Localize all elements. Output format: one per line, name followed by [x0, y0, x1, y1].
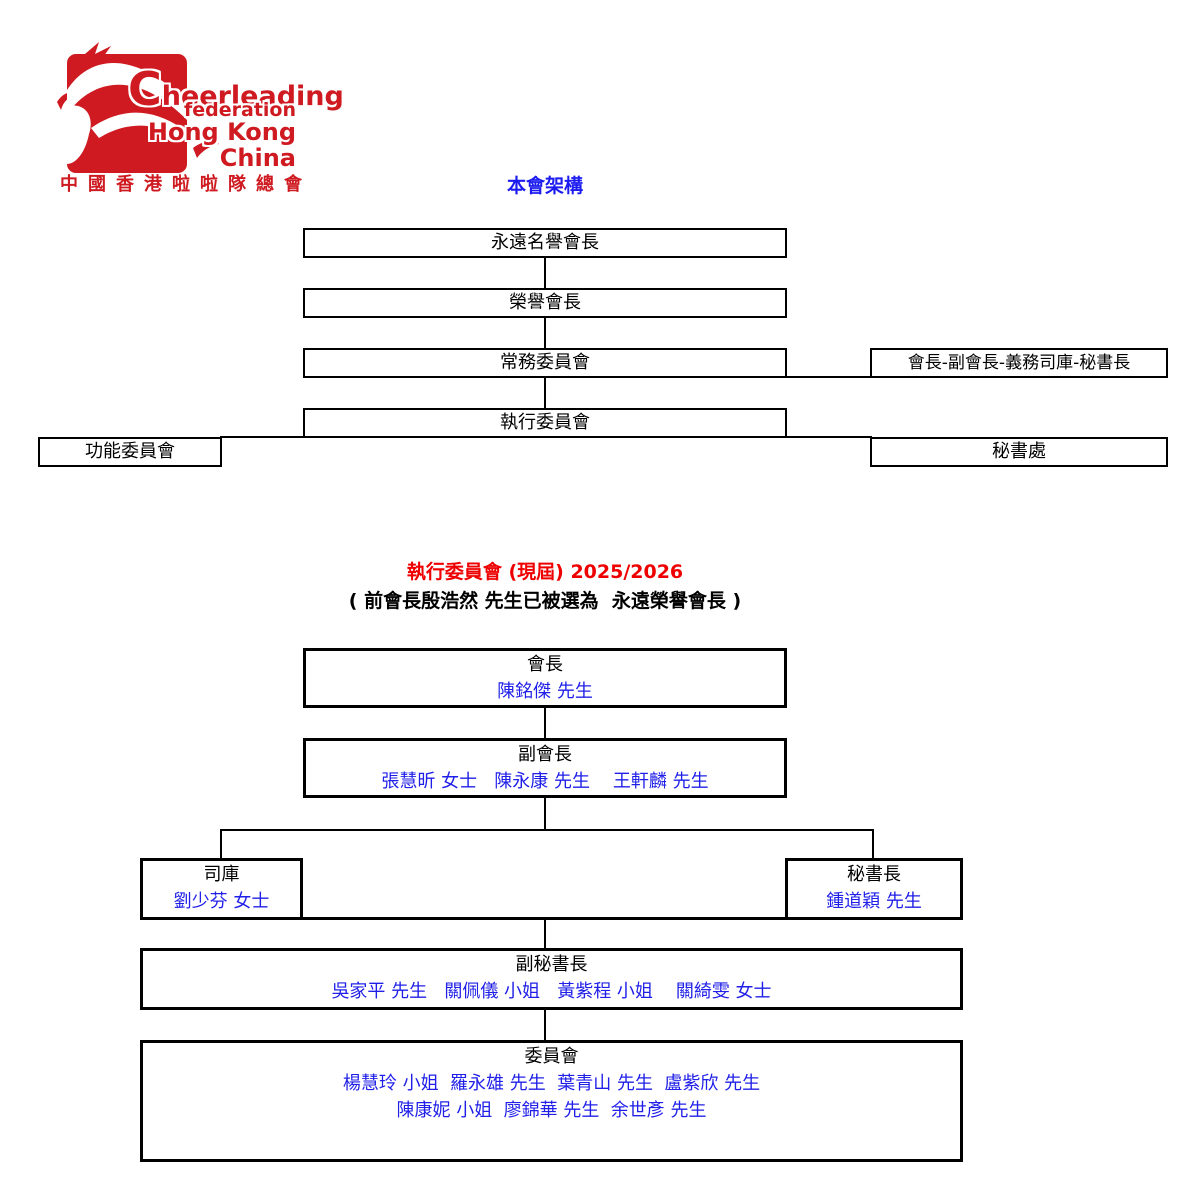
committee-names-row2: 陳康妮 小姐 廖錦華 先生 余世彥 先生 — [396, 1100, 707, 1121]
logo-chinese-name: 中國香港啦啦隊總會 — [60, 174, 312, 195]
connector-line — [544, 258, 546, 288]
box-deputy-secretaries: 副秘書長 吳家平 先生 關佩儀 小姐 黃紫程 小姐 關綺雯 女士 — [140, 948, 963, 1010]
vice-presidents-title: 副會長 — [518, 744, 572, 765]
exec-chart-subtitle: ( 前會長殷浩然 先生已被選為 永遠榮譽會長 ) — [348, 590, 742, 612]
vice-presidents-names: 張慧昕 女士 陳永康 先生 王軒麟 先生 — [381, 771, 709, 792]
connector-line — [544, 318, 546, 348]
connector-line — [300, 917, 788, 920]
connector-line — [544, 1010, 546, 1040]
connector-line — [220, 829, 222, 858]
connector-line — [220, 436, 305, 438]
federation-logo-icon — [57, 42, 219, 173]
deputy-secretaries-title: 副秘書長 — [515, 954, 588, 975]
president-name: 陳銘傑 先生 — [497, 681, 593, 702]
connector-line — [785, 436, 872, 438]
deputy-secretaries-names: 吳家平 先生 關佩儀 小姐 黃紫程 小姐 關綺雯 女士 — [331, 981, 772, 1002]
president-title: 會長 — [527, 654, 563, 675]
box-honorary-president: 榮譽會長 — [303, 288, 787, 318]
secretary-general-title: 秘書長 — [847, 864, 901, 885]
connector-line — [872, 829, 874, 858]
top-chart-title: 本會架構 — [506, 175, 583, 197]
treasurer-name: 劉少芬 女士 — [173, 891, 270, 912]
committee-names-row1: 楊慧玲 小姐 羅永雄 先生 葉青山 先生 盧紫欣 先生 — [342, 1073, 761, 1094]
box-secretariat: 秘書處 — [870, 437, 1168, 467]
connector-line — [544, 378, 546, 408]
connector-line — [544, 798, 546, 830]
box-functional-committee: 功能委員會 — [38, 437, 222, 467]
box-treasurer: 司庫 劉少芬 女士 — [140, 858, 303, 920]
committee-title: 委員會 — [524, 1046, 579, 1067]
box-executive-committee: 執行委員會 — [303, 408, 787, 438]
logo-wordmark-cheerleading: Cheerleading — [128, 62, 344, 116]
exec-chart-title: 執行委員會 (現屆) 2025/2026 — [406, 561, 684, 583]
connector-line — [544, 920, 546, 948]
secretary-general-name: 鍾道穎 先生 — [826, 891, 922, 912]
connector-line — [544, 708, 546, 738]
logo-wordmark-hong-kong: Hong Kong — [147, 118, 296, 146]
box-standing-committee-members: 會長-副會長-義務司庫-秘書長 — [870, 348, 1168, 378]
logo-wordmark-federation: federation — [183, 99, 296, 121]
logo-wordmark-china: China — [219, 144, 296, 172]
box-standing-committee: 常務委員會 — [303, 348, 787, 378]
box-committee: 委員會 楊慧玲 小姐 羅永雄 先生 葉青山 先生 盧紫欣 先生 陳康妮 小姐 廖… — [140, 1040, 963, 1162]
box-secretary-general: 秘書長 鍾道穎 先生 — [785, 858, 963, 920]
treasurer-title: 司庫 — [203, 864, 240, 885]
box-president: 會長 陳銘傑 先生 — [303, 648, 787, 708]
box-permanent-honorary-president: 永遠名譽會長 — [303, 228, 787, 258]
connector-line — [785, 376, 872, 378]
connector-line — [220, 829, 874, 831]
box-vice-presidents: 副會長 張慧昕 女士 陳永康 先生 王軒麟 先生 — [303, 738, 787, 798]
